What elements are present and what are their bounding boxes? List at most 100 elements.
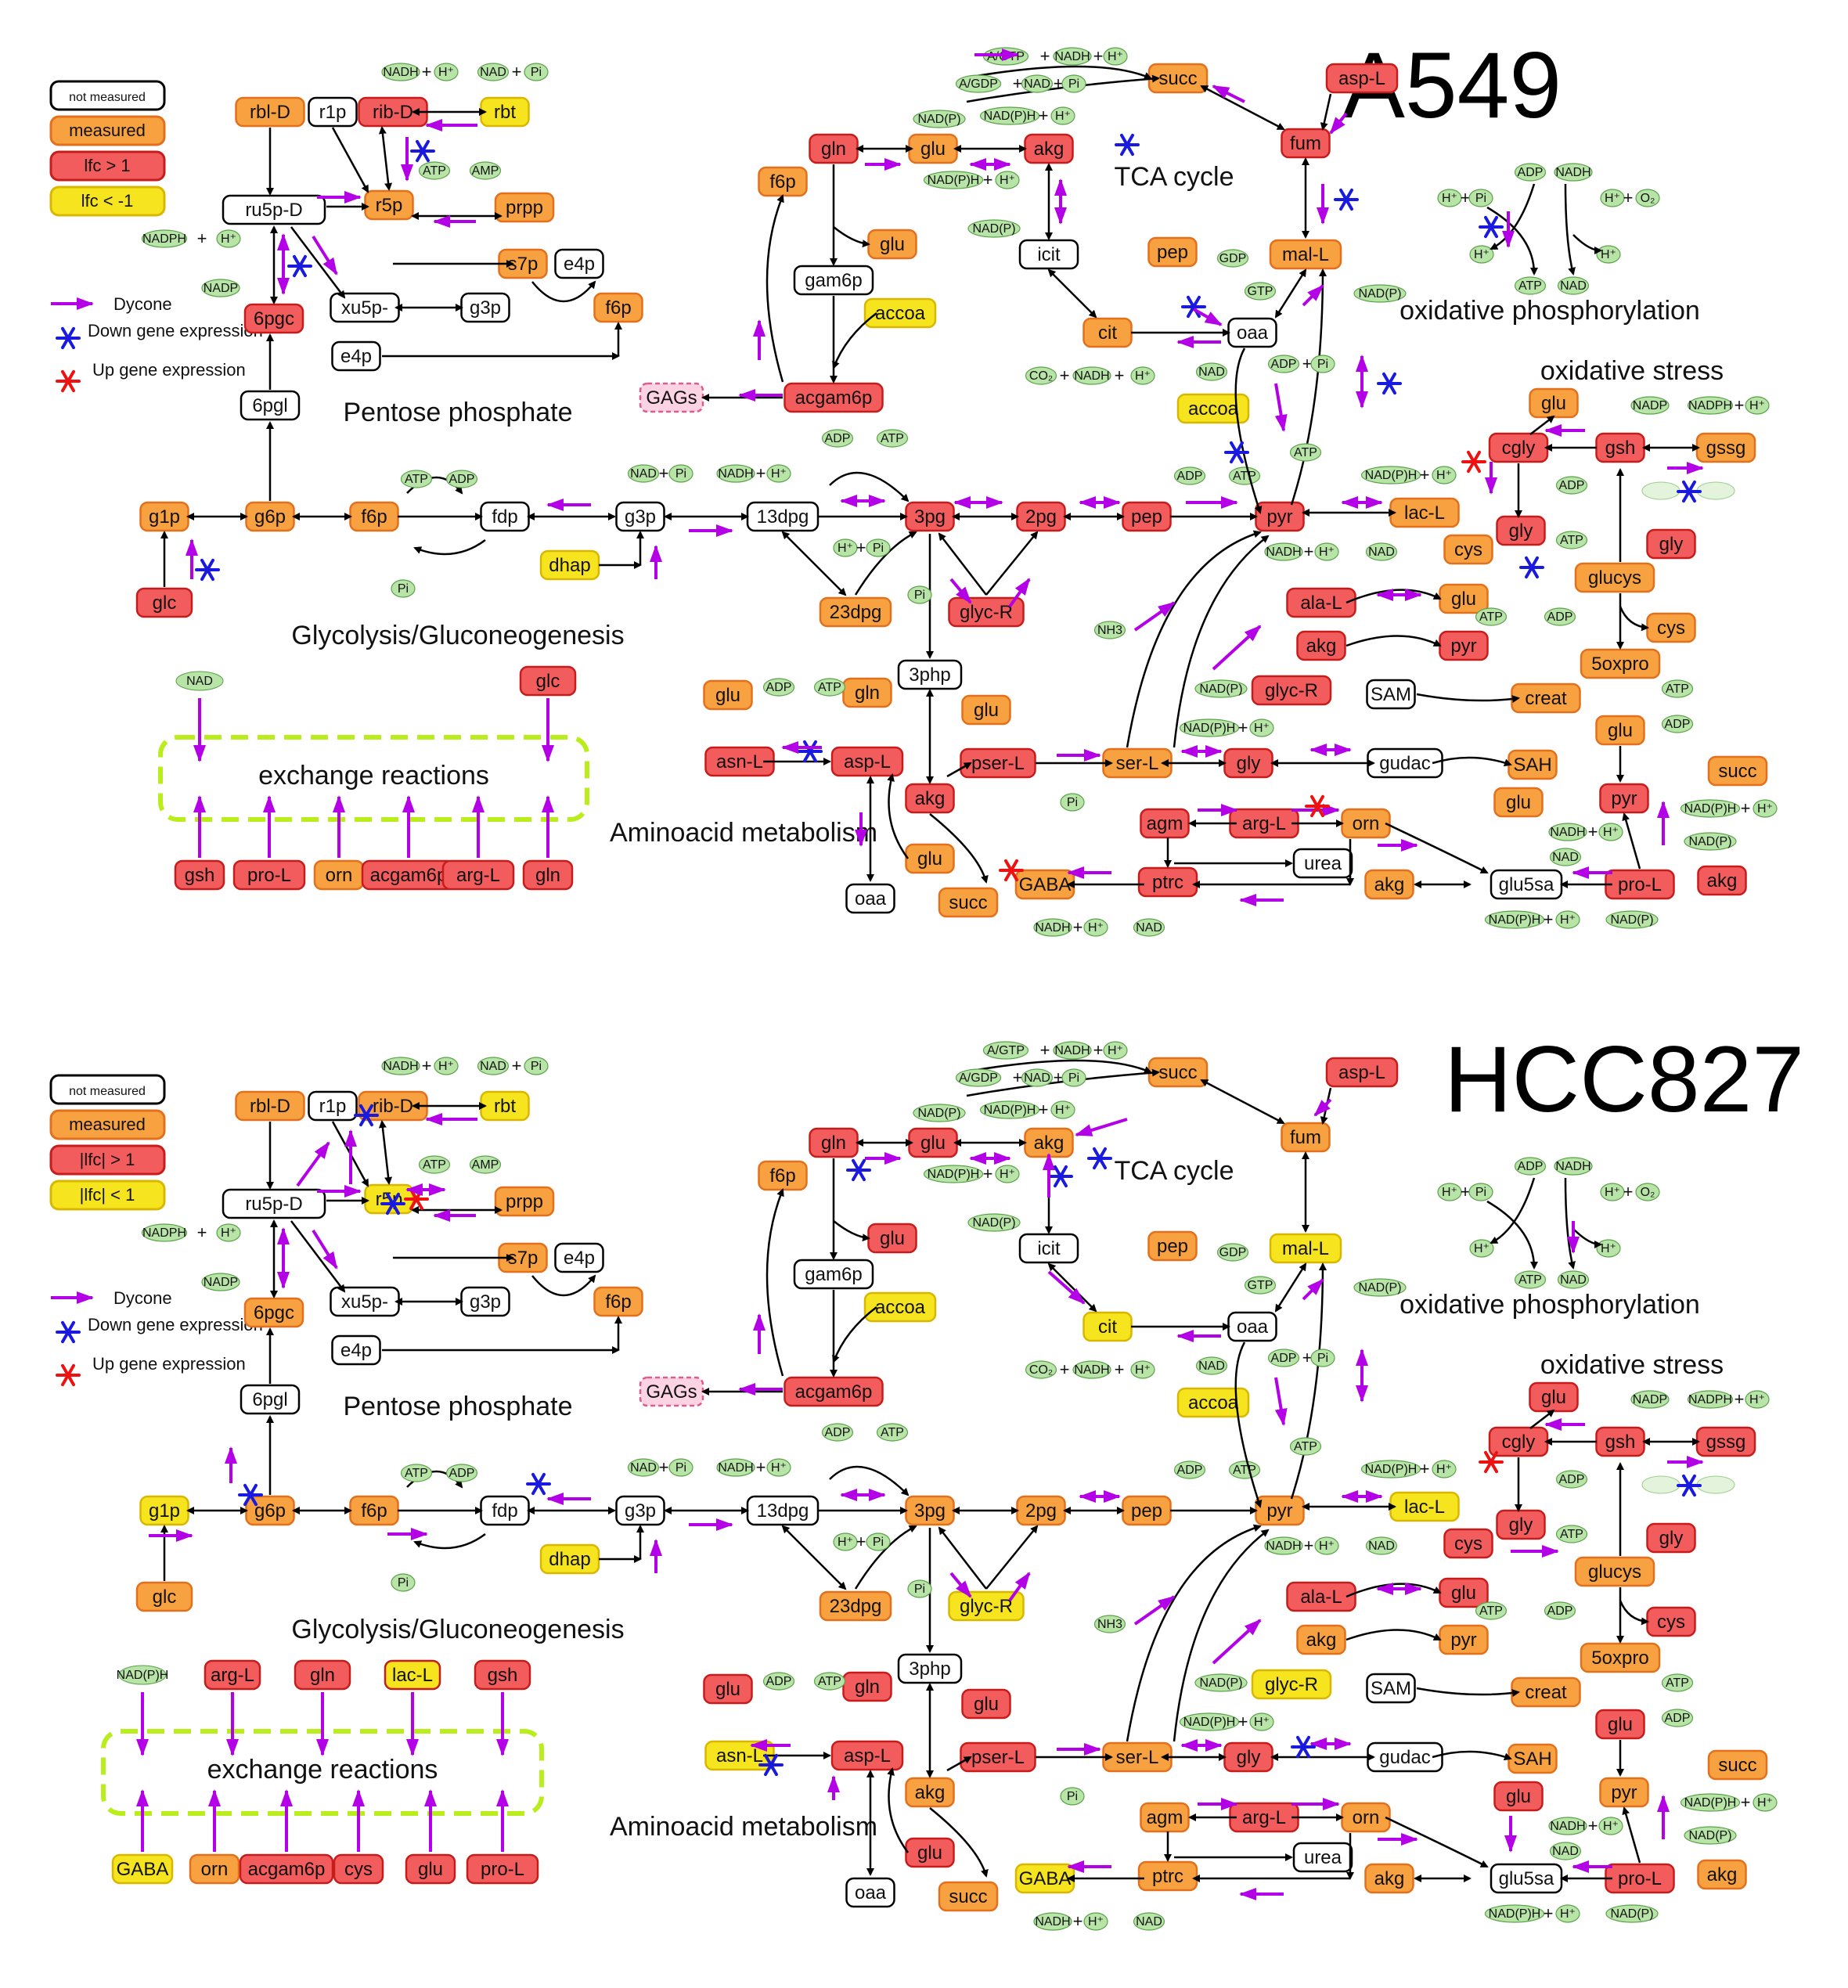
metabolite-r1p: r1p bbox=[308, 1090, 358, 1122]
metabolite-label: arg-L bbox=[1242, 813, 1286, 834]
cofactor-label: ADP bbox=[825, 1426, 851, 1439]
reaction-curve bbox=[1126, 530, 1262, 748]
metabolite-label: f6p bbox=[605, 1291, 631, 1313]
metabolite-gudac: gudac bbox=[1367, 747, 1443, 779]
reaction-curve bbox=[929, 1807, 989, 1878]
reaction-curve bbox=[966, 74, 1160, 103]
metabolite-gly: gly bbox=[1496, 515, 1546, 546]
cofactor-label: NAD(P)H bbox=[928, 1168, 980, 1181]
metabolite-label: 5oxpro bbox=[1591, 1648, 1648, 1669]
plus-sign: + bbox=[1588, 822, 1598, 841]
cofactor-label: NAD bbox=[1552, 1845, 1579, 1858]
cofactor-label: ADP bbox=[766, 1675, 792, 1688]
metabolite-label: rbl-D bbox=[250, 1096, 290, 1117]
cofactor-H⁺: H⁺ bbox=[1745, 396, 1770, 415]
metabolite-agm: agm bbox=[1140, 1802, 1190, 1833]
glycolysis-label: Glycolysis/Gluconeogenesis bbox=[291, 621, 624, 650]
plus-sign: + bbox=[1060, 1360, 1070, 1379]
metabolite-label: succ bbox=[949, 1886, 987, 1907]
metabolite-g1p: g1p bbox=[139, 501, 189, 532]
cofactor-H⁺: H⁺ bbox=[216, 229, 241, 248]
metabolite-asn-L: asn-L bbox=[704, 746, 775, 777]
cofactor-Pi: Pi bbox=[524, 63, 549, 81]
cofactor-H⁺: H⁺ bbox=[1130, 366, 1155, 385]
metabolite-label: icit bbox=[1037, 244, 1061, 265]
cofactor-H⁺: H⁺ bbox=[1555, 910, 1580, 929]
metabolite-accoa: accoa bbox=[1176, 393, 1250, 424]
cofactor-NAD: NAD bbox=[1133, 918, 1165, 937]
metabolite-succ: succ bbox=[938, 887, 999, 918]
cofactor-NAD(P)H: NAD(P)H bbox=[1680, 799, 1741, 818]
metabolite-pser-L: pser-L bbox=[960, 1741, 1036, 1773]
cofactor-label: H⁺ bbox=[1088, 921, 1104, 935]
cofactor-ADP: ADP bbox=[1555, 1470, 1588, 1489]
metabolite-label: pyr bbox=[1450, 1630, 1476, 1651]
cofactor-Pi: Pi bbox=[668, 464, 693, 483]
cofactor-label: NADH bbox=[1074, 369, 1109, 383]
cofactor-label: NAD(P)H bbox=[984, 1104, 1036, 1117]
plus-sign: + bbox=[1623, 1182, 1634, 1201]
cofactor-label: NADPH bbox=[1688, 1393, 1732, 1406]
down-star-icon bbox=[380, 1192, 405, 1215]
cofactor-NAD(P): NAD(P) bbox=[1605, 1904, 1659, 1923]
metabolite-label: SAM bbox=[1371, 684, 1411, 705]
cofactor-label: O₂ bbox=[1641, 192, 1655, 205]
plus-sign: + bbox=[1093, 46, 1104, 66]
metabolite-label: acgam6p bbox=[795, 387, 873, 409]
metabolite-label: glu bbox=[715, 685, 740, 706]
cofactor-NADH: NADH bbox=[1264, 1536, 1303, 1555]
metabolite-label: gssg bbox=[1706, 438, 1746, 459]
reaction-curve bbox=[1619, 606, 1649, 632]
metabolite-GAGs: GAGs bbox=[639, 382, 704, 413]
metabolite-label: rib-D bbox=[373, 102, 413, 123]
legend-label: lfc > 1 bbox=[84, 156, 130, 175]
cofactor-ATP: ATP bbox=[813, 1672, 846, 1691]
cofactor-label: NAD bbox=[1136, 1915, 1162, 1929]
metabolite-label: succ bbox=[1718, 1755, 1756, 1776]
metabolite-label: succ bbox=[1718, 761, 1756, 782]
cofactor-label: NAD(P) bbox=[1688, 835, 1731, 848]
metabolite-akg: akg bbox=[905, 1777, 955, 1808]
metabolite-r5p: r5p bbox=[364, 189, 414, 221]
metabolite-label: ser-L bbox=[1116, 753, 1159, 774]
metabolite-label: gln bbox=[855, 1676, 880, 1698]
reaction-curve bbox=[833, 1220, 870, 1242]
cofactor-NAD(P): NAD(P) bbox=[913, 1104, 966, 1122]
exchange-out-label: acgam6p bbox=[370, 865, 448, 886]
legend-swatch bbox=[49, 1109, 166, 1140]
reaction-edge bbox=[378, 1120, 393, 1185]
cofactor-ADP: ADP bbox=[445, 470, 478, 488]
reaction-edge bbox=[985, 531, 1039, 596]
cofactor-AMP: AMP bbox=[469, 1155, 502, 1174]
cofactor-NAD(P)H: NAD(P)H bbox=[1360, 1460, 1421, 1478]
metabolite-pyr: pyr bbox=[1255, 1495, 1305, 1526]
metabolite-label: asp-L bbox=[1338, 1062, 1385, 1083]
metabolite-label: gsh bbox=[1605, 438, 1636, 459]
cofactor-ATP: ATP bbox=[400, 1464, 433, 1482]
cofactor-label: ADP bbox=[766, 681, 792, 694]
plus-sign: + bbox=[1039, 1100, 1049, 1119]
cofactor-NADH: NADH bbox=[1033, 918, 1072, 937]
cofactor-NAD: NAD bbox=[1133, 1912, 1165, 1931]
cofactor-ATP: ATP bbox=[1555, 1525, 1588, 1543]
reaction-edge bbox=[290, 1220, 346, 1293]
down-star-icon bbox=[526, 1472, 551, 1496]
cofactor-H⁺: H⁺ bbox=[1432, 1460, 1457, 1478]
metabolite-label: g6p bbox=[254, 1500, 286, 1522]
metabolite-pyr: pyr bbox=[1599, 783, 1649, 814]
cofactor-H⁺: H⁺ bbox=[995, 1165, 1020, 1183]
metabolite-lac-L: lac-L bbox=[1389, 1491, 1460, 1522]
cofactor-label: NADH bbox=[1054, 50, 1090, 63]
metabolite-pep: pep bbox=[1122, 501, 1172, 532]
cofactor-label: H⁺ bbox=[1749, 1393, 1765, 1406]
metabolite-label: glu bbox=[1451, 1583, 1476, 1604]
reaction-curve bbox=[1234, 1342, 1263, 1508]
metabolite-label: accoa bbox=[875, 303, 926, 324]
cofactor-Pi: Pi bbox=[1310, 355, 1335, 373]
cofactor-label: ATP bbox=[1233, 1464, 1256, 1477]
metabolite-label: e4p bbox=[564, 254, 595, 275]
cofactor-NAD: NAD bbox=[1557, 276, 1590, 295]
metabolite-label: prpp bbox=[506, 1191, 543, 1212]
cofactor-label: NAD(P) bbox=[1610, 913, 1653, 927]
cofactor-label: ATP bbox=[1294, 1440, 1317, 1453]
